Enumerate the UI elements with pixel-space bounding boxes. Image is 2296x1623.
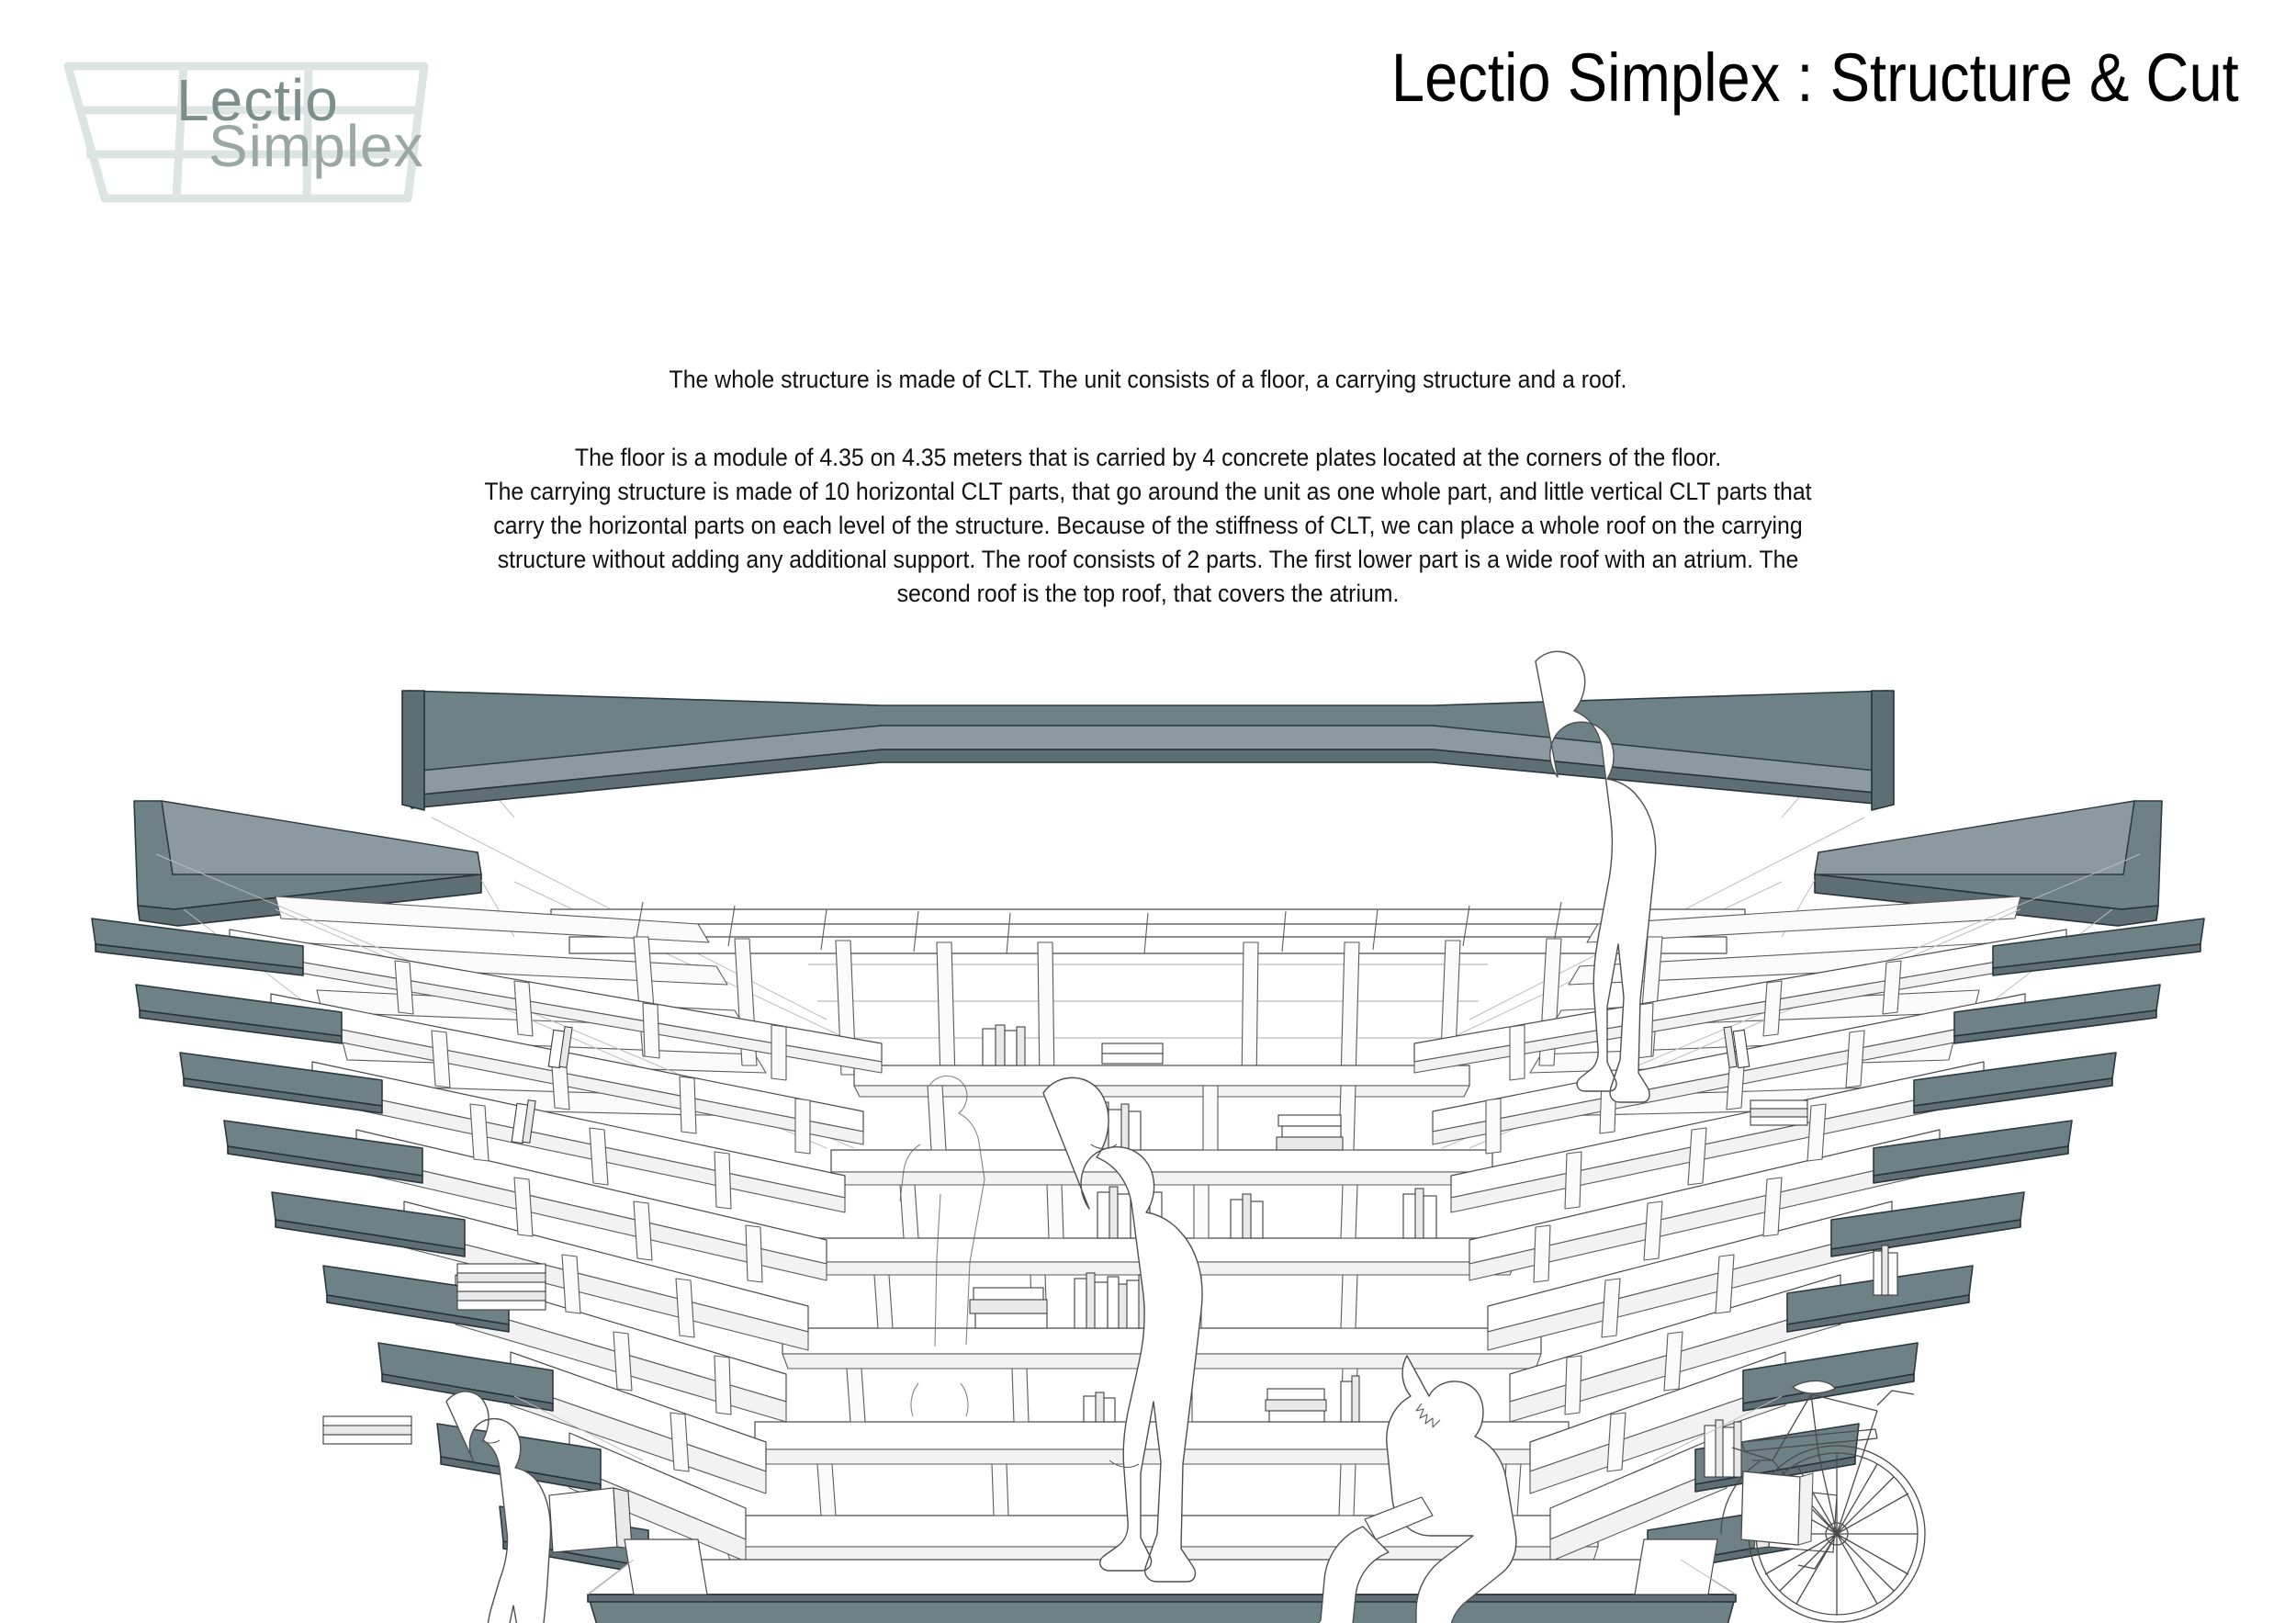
description-line: The floor is a module of 4.35 on 4.35 me… (574, 444, 1722, 471)
ceiling-carrying-structure (275, 817, 2021, 1118)
logo-grid-icon (63, 62, 429, 203)
central-shelf-wall (725, 1024, 1599, 1608)
standing-figure-left (445, 1391, 552, 1623)
standing-figure-right (1535, 650, 1657, 1103)
top-roof (401, 690, 1895, 818)
architectural-drawing (91, 650, 2205, 1623)
seated-figure-background (899, 1075, 985, 1417)
description-paragraph-1: The whole structure is made of CLT. The … (92, 363, 2204, 397)
seated-figure-right (1317, 1355, 1517, 1623)
description-line: carry the horizontal parts on each level… (493, 512, 1803, 539)
description-line: structure without adding any additional … (497, 546, 1799, 573)
description-block: The whole structure is made of CLT. The … (0, 363, 2296, 611)
left-cantilever-shelves (91, 853, 883, 1575)
logo-line-two: Simplex (208, 113, 424, 179)
bicycle-right (1720, 1380, 1926, 1623)
description-line: The carrying structure is made of 10 hor… (484, 478, 1812, 505)
description-line: The whole structure is made of CLT. The … (669, 366, 1627, 393)
logo-line-one: Lectio (176, 67, 339, 133)
right-cantilever-shelves (1413, 853, 2205, 1575)
description-paragraph-2: The floor is a module of 4.35 on 4.35 me… (92, 441, 2204, 611)
description-line: second roof is the top roof, that covers… (896, 580, 1400, 607)
books-group (969, 1024, 1437, 1423)
clt-library-unit-section-perspective (0, 634, 2296, 1623)
page-title: Lectio Simplex : Structure & Cut (1391, 39, 2239, 116)
lectio-simplex-logo: Lectio Simplex (48, 40, 443, 224)
standing-figure-center (1042, 1076, 1203, 1583)
